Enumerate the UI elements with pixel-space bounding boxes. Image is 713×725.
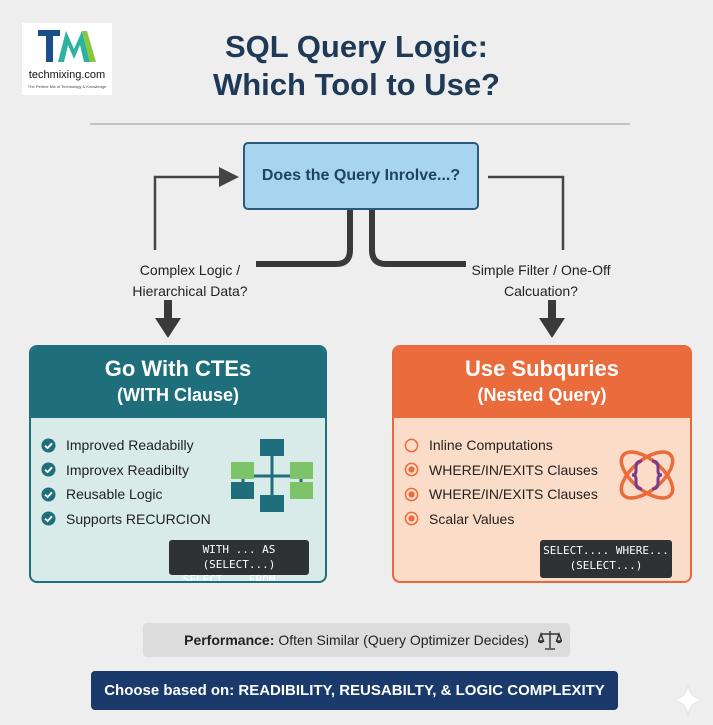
- divider: [90, 123, 630, 125]
- subquery-card-header: Use Subquries (Nested Query): [394, 347, 690, 418]
- cte-item-label: Supports RECURCION: [66, 510, 211, 527]
- logo-mark-icon: [38, 30, 96, 62]
- check-circle-icon: [41, 487, 56, 502]
- subquery-card: Use Subquries (Nested Query) Inline Comp…: [392, 345, 692, 583]
- cte-card-header: Go With CTEs (WITH Clause): [31, 347, 325, 418]
- filled-radio-icon: [404, 487, 419, 502]
- subquery-feature-list: Inline Computations WHERE/IN/EXITS Claus…: [404, 433, 598, 531]
- question-box: Does the Query Inrolve...?: [243, 142, 479, 210]
- branch-label-right: Simple Filter / One-Off Calcuation?: [455, 260, 627, 302]
- cte-item-label: Improved Readabilly: [66, 437, 194, 454]
- branch-left-line-1: Complex Logic /: [139, 262, 241, 278]
- logo-brand: techmixing.com: [28, 69, 106, 81]
- list-item: Supports RECURCION: [41, 507, 211, 532]
- cte-code-snippet: WITH ... AS (SELECT...) SELECT... FROM..…: [169, 540, 309, 581]
- cte-code-line-1: WITH ... AS (SELECT...): [202, 543, 276, 571]
- cte-subheading: (WITH Clause): [116, 385, 239, 405]
- right-down-arrow: [539, 300, 565, 338]
- subquery-item-label: Inline Computations: [429, 437, 553, 454]
- cte-heading: Go With CTEs: [104, 356, 252, 381]
- branch-left-line-2: Hierarchical Data?: [132, 283, 248, 299]
- filled-radio-icon: [404, 511, 419, 526]
- list-item: WHERE/IN/EXITS Clauses: [404, 458, 598, 483]
- branch-label-left: Complex Logic / Hierarchical Data?: [110, 260, 270, 302]
- code-braces-orbit-icon: [619, 450, 675, 500]
- list-item: Improved Readabilly: [41, 433, 211, 458]
- title-line-2: Which Tool to Use?: [212, 67, 500, 102]
- subquery-item-label: Scalar Values: [429, 510, 515, 527]
- subquery-subheading: (Nested Query): [477, 385, 607, 405]
- cte-code-line-2: SELECT... FROM...: [182, 573, 296, 583]
- cte-item-label: Improvex Readibilty: [66, 461, 189, 478]
- list-item: Inline Computations: [404, 433, 598, 458]
- decision-banner: Choose based on: READIBILITY, REUSABILTY…: [91, 671, 618, 710]
- empty-radio-icon: [404, 438, 419, 453]
- page-title: SQL Query Logic: Which Tool to Use?: [140, 28, 573, 104]
- list-item: Scalar Values: [404, 507, 598, 532]
- branch-right-line-1: Simple Filter / One-Off: [471, 262, 611, 278]
- title-line-1: SQL Query Logic:: [225, 29, 488, 64]
- subquery-item-label: WHERE/IN/EXITS Clauses: [429, 461, 598, 478]
- left-down-arrow: [155, 300, 181, 338]
- sparkle-icon: [672, 684, 704, 716]
- cte-item-label: Reusable Logic: [66, 486, 163, 503]
- list-item: WHERE/IN/EXITS Clauses: [404, 482, 598, 507]
- subquery-code-line-1: SELECT.... WHERE...: [543, 544, 669, 557]
- filled-radio-icon: [404, 462, 419, 477]
- list-item: Improvex Readibilty: [41, 458, 211, 483]
- cte-feature-list: Improved Readabilly Improvex Readibilty …: [41, 433, 211, 531]
- check-circle-icon: [41, 462, 56, 477]
- flowchart-icon: [231, 439, 313, 512]
- subquery-code-line-2: (SELECT...): [569, 559, 643, 572]
- subquery-code-snippet: SELECT.... WHERE... (SELECT...): [540, 540, 672, 578]
- list-item: Reusable Logic: [41, 482, 211, 507]
- check-circle-icon: [41, 438, 56, 453]
- check-circle-icon: [41, 511, 56, 526]
- performance-text: Often Similar (Query Optimizer Decides): [278, 632, 529, 648]
- scale-icon: [538, 631, 562, 650]
- branch-right-line-2: Calcuation?: [504, 283, 578, 299]
- subquery-item-label: WHERE/IN/EXITS Clauses: [429, 486, 598, 503]
- subquery-heading: Use Subquries: [464, 356, 620, 381]
- performance-label: Performance:: [184, 632, 275, 648]
- techmixing-logo: techmixing.com The Perfect Mix of Techno…: [22, 23, 112, 95]
- logo-tagline: The Perfect Mix of Technology & Knowledg…: [27, 84, 107, 89]
- cte-card: Go With CTEs (WITH Clause) Improved Read…: [29, 345, 327, 583]
- performance-note: Performance: Often Similar (Query Optimi…: [143, 623, 570, 657]
